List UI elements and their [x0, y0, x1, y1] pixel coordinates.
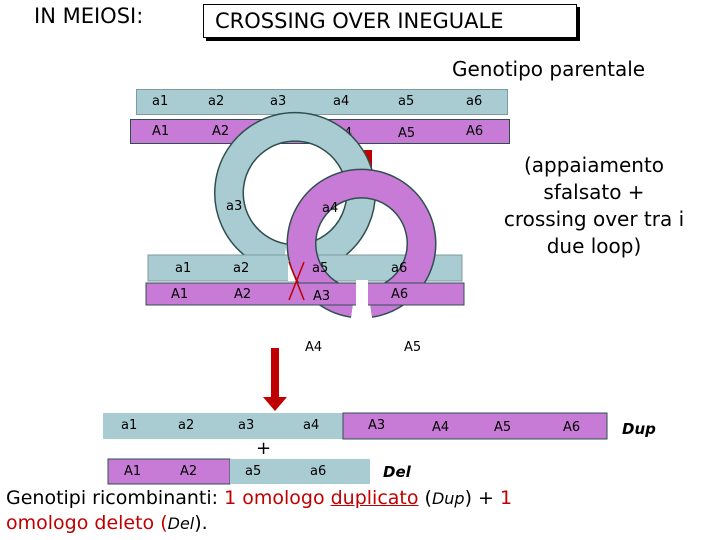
gene-label: a5 — [398, 94, 415, 109]
top-loop — [214, 111, 376, 273]
gene-label: a6 — [466, 94, 483, 109]
gene-label: a3 — [226, 199, 243, 214]
gene-label: a2 — [208, 94, 225, 109]
gene-label: a1 — [121, 418, 138, 433]
summary-text: Genotipi ricombinanti: — [6, 487, 225, 509]
gene-label: a2 — [178, 418, 195, 433]
note-line: due loop) — [546, 234, 642, 258]
gene-label: A6 — [391, 287, 409, 302]
summary-highlight: 1 — [500, 487, 513, 509]
gene-label: a1 — [152, 94, 169, 109]
gene-label: A6 — [563, 420, 581, 435]
gene-label: a1 — [175, 261, 192, 276]
gene-label: A4 — [432, 420, 450, 435]
summary-text: ) + — [464, 487, 500, 509]
dup-tag: Dup — [622, 420, 656, 438]
parental-genotype-label: Genotipo parentale — [452, 57, 646, 81]
gene-label: a6 — [310, 464, 327, 479]
gene-label: A2 — [212, 124, 230, 139]
del-abbrev: Del — [167, 514, 195, 533]
bottom-loop — [286, 168, 437, 318]
del-tag: Del — [383, 463, 411, 481]
deleted-chromatid-dark — [107, 458, 231, 485]
gene-label: A5 — [494, 420, 512, 435]
gene-label: a4 — [303, 418, 320, 433]
gene-label: A2 — [180, 464, 198, 479]
note-line: (appaiamento — [523, 153, 665, 177]
summary-text: ). — [194, 512, 208, 534]
recombinant-summary: Genotipi ricombinanti: 1 omologo duplica… — [6, 486, 706, 536]
note-line: crossing over tra i — [503, 207, 685, 231]
duplicated-chromatid-light — [103, 413, 343, 439]
deleted-chromatid-light — [230, 459, 370, 484]
gene-label: a3 — [270, 94, 287, 109]
duplicated-chromatid-dark — [342, 412, 608, 440]
red-arrow-down — [263, 348, 287, 411]
gene-label: A3 — [313, 289, 331, 304]
note-line: sfalsato + — [543, 180, 645, 204]
summary-text: ( — [418, 487, 432, 509]
gene-label: a5 — [312, 261, 329, 276]
plus-sign: + — [256, 438, 272, 459]
gene-label: A1 — [124, 464, 142, 479]
page-title: CROSSING OVER INEGUALE — [203, 4, 577, 38]
parental-chromatid-a — [136, 89, 508, 115]
summary-highlight: 1 omologo — [224, 487, 331, 509]
dup-abbrev: Dup — [431, 489, 465, 508]
gene-label: a5 — [245, 464, 262, 479]
loop-chromatid-A — [145, 282, 465, 306]
gene-label: a3 — [238, 418, 255, 433]
duplicated-word: duplicato — [330, 487, 419, 509]
crossover-mark — [288, 261, 305, 301]
gene-label: a6 — [391, 261, 408, 276]
gene-label: A5 — [398, 126, 416, 141]
summary-highlight: omologo deleto ( — [6, 512, 168, 534]
gene-label: a4 — [322, 201, 339, 216]
gene-label: A6 — [466, 124, 484, 139]
gene-label: A1 — [171, 287, 189, 302]
gene-label: A4 — [305, 340, 323, 355]
gene-label: a4 — [333, 94, 350, 109]
gene-label: A5 — [404, 340, 422, 355]
gene-label: A1 — [152, 124, 170, 139]
gene-label: a2 — [233, 261, 250, 276]
meiosis-label: IN MEIOSI: — [34, 4, 144, 28]
gene-label: A2 — [234, 287, 252, 302]
pairing-note: (appaiamento sfalsato + crossing over tr… — [488, 152, 700, 260]
gene-label: A3 — [368, 418, 386, 433]
